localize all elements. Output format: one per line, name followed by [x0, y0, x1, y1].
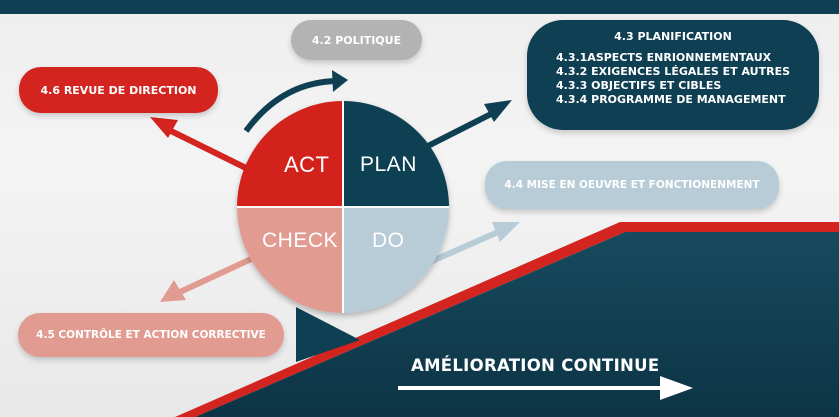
- pdca-circle: [237, 101, 449, 313]
- planification-item: 4.3.3 OBJECTIFS ET CIBLES: [555, 79, 722, 92]
- planification-item: 4.3.2 EXIGENCES LÉGALES ET AUTRES: [555, 65, 791, 78]
- box-planification: 4.3 PLANIFICATION 4.3.1ASPECTS ENRIONNEM…: [527, 20, 819, 130]
- box-politique: 4.2 POLITIQUE: [291, 20, 422, 60]
- box-revue-de-direction: 4.6 REVUE DE DIRECTION: [19, 67, 218, 113]
- arrow-to-mise: [428, 222, 520, 265]
- top-band: [0, 0, 839, 14]
- arrow-right-icon: [398, 376, 693, 400]
- quadrant-plan: [343, 101, 449, 207]
- planification-item: 4.3.4 PROGRAMME DE MANAGEMENT: [555, 93, 786, 106]
- quadrant-act: [237, 101, 343, 207]
- quadrant-do: [343, 207, 449, 313]
- curved-arrow-icon: [243, 70, 348, 133]
- planification-item: 4.3.1ASPECTS ENRIONNEMENTAUX: [555, 51, 772, 64]
- wedge-icon: [296, 307, 360, 362]
- quadrant-check: [237, 207, 343, 313]
- planification-title: 4.3 PLANIFICATION: [614, 30, 732, 43]
- label-do: DO: [372, 229, 405, 252]
- label-plan: PLAN: [360, 153, 417, 176]
- arrow-to-revue: [150, 117, 252, 173]
- box-controle: 4.5 CONTRÔLE ET ACTION CORRECTIVE: [18, 313, 284, 357]
- planification-list: 4.3.1ASPECTS ENRIONNEMENTAUX 4.3.2 EXIGE…: [556, 51, 790, 107]
- improvement-slope: [195, 232, 839, 417]
- box-mise-en-oeuvre: 4.4 MISE EN OEUVRE ET FONCTIONENMENT: [485, 161, 779, 209]
- label-check: CHECK: [262, 229, 339, 252]
- arrow-to-controle: [160, 251, 264, 302]
- arrow-to-planification: [418, 100, 512, 153]
- amelioration-continue-label: AMÉLIORATION CONTINUE: [411, 356, 660, 375]
- label-act: ACT: [284, 152, 330, 177]
